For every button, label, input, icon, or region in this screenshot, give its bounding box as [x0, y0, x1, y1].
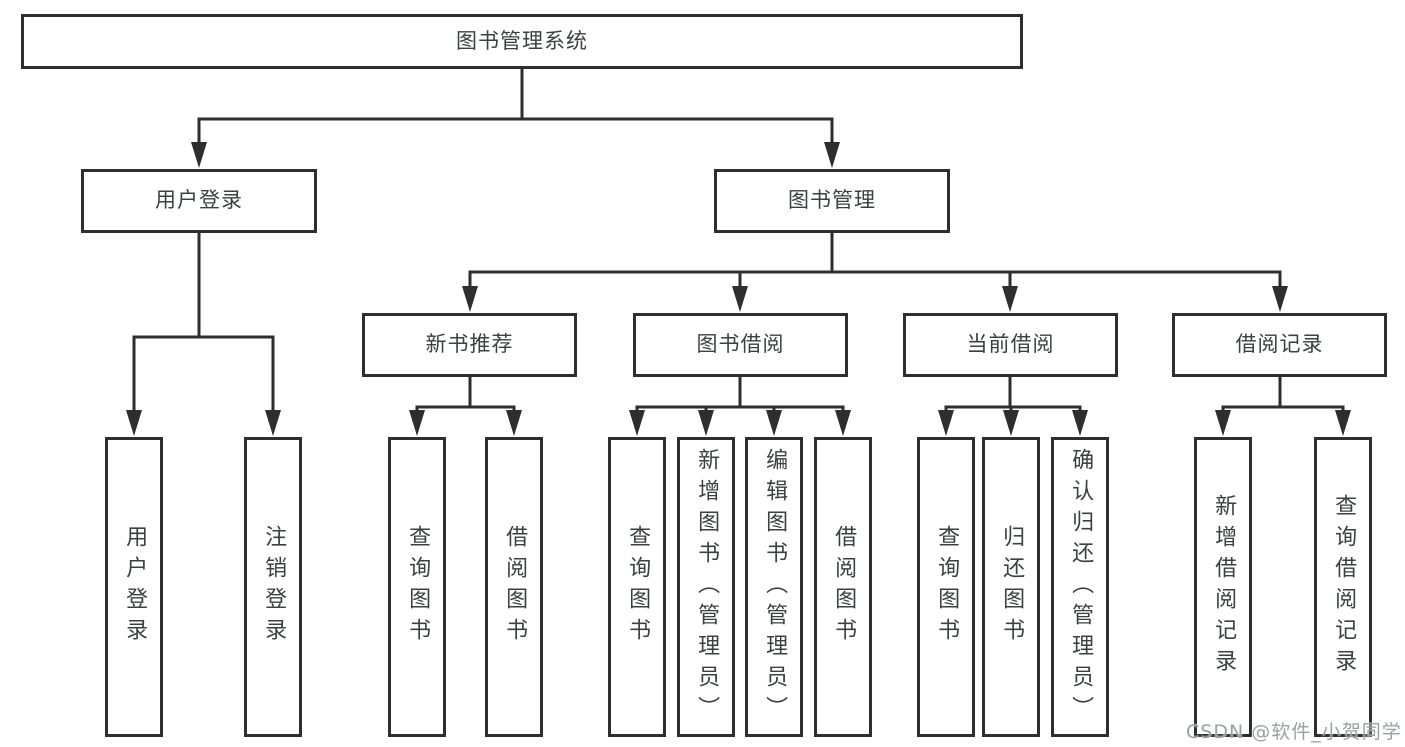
csdn-watermark: CSDN @软件_小贺同学: [1186, 721, 1402, 743]
leaf-return-books: 归还图书: [982, 437, 1040, 737]
leaf-borrow-books-borrowing: 借阅图书: [814, 437, 872, 737]
leaf-label: 用户登录: [122, 525, 148, 649]
leaf-borrow-books-recommend: 借阅图书: [485, 437, 543, 737]
leaf-logout-login: 注销登录: [244, 437, 302, 737]
leaf-label: 确认归还（管理员）: [1068, 447, 1094, 727]
node-book-management: 图书管理: [714, 169, 950, 233]
leaf-label: 借阅图书: [831, 525, 857, 649]
node-library-management-system: 图书管理系统: [21, 14, 1023, 69]
node-new-book-recommend: 新书推荐: [362, 313, 577, 377]
leaf-label: 注销登录: [261, 525, 287, 649]
leaf-add-borrow-record: 新增借阅记录: [1194, 437, 1252, 737]
leaf-query-borrow-record: 查询借阅记录: [1314, 437, 1372, 737]
leaf-label: 查询借阅记录: [1331, 494, 1357, 680]
leaf-add-book-admin: 新增图书（管理员）: [677, 437, 735, 737]
leaf-label: 编辑图书（管理员）: [762, 447, 788, 727]
leaf-edit-book-admin: 编辑图书（管理员）: [745, 437, 803, 737]
leaf-query-books-current: 查询图书: [917, 437, 975, 737]
node-book-borrowing: 图书借阅: [633, 313, 848, 377]
leaf-label: 新增图书（管理员）: [694, 447, 720, 727]
leaf-query-books-borrowing: 查询图书: [608, 437, 666, 737]
leaf-label: 借阅图书: [502, 525, 528, 649]
connector-lines: [132, 67, 1345, 414]
arrowheads: [126, 142, 1351, 436]
leaf-user-login: 用户登录: [105, 437, 163, 737]
node-current-borrowing: 当前借阅: [903, 313, 1118, 377]
leaf-confirm-return-admin: 确认归还（管理员）: [1051, 437, 1109, 737]
node-borrowing-records: 借阅记录: [1172, 313, 1387, 377]
leaf-label: 查询图书: [625, 525, 651, 649]
leaf-label: 归还图书: [999, 525, 1025, 649]
leaf-label: 新增借阅记录: [1211, 494, 1237, 680]
node-user-login: 用户登录: [81, 169, 317, 233]
leaf-label: 查询图书: [405, 525, 431, 649]
leaf-label: 查询图书: [934, 525, 960, 649]
leaf-query-books-recommend: 查询图书: [388, 437, 446, 737]
